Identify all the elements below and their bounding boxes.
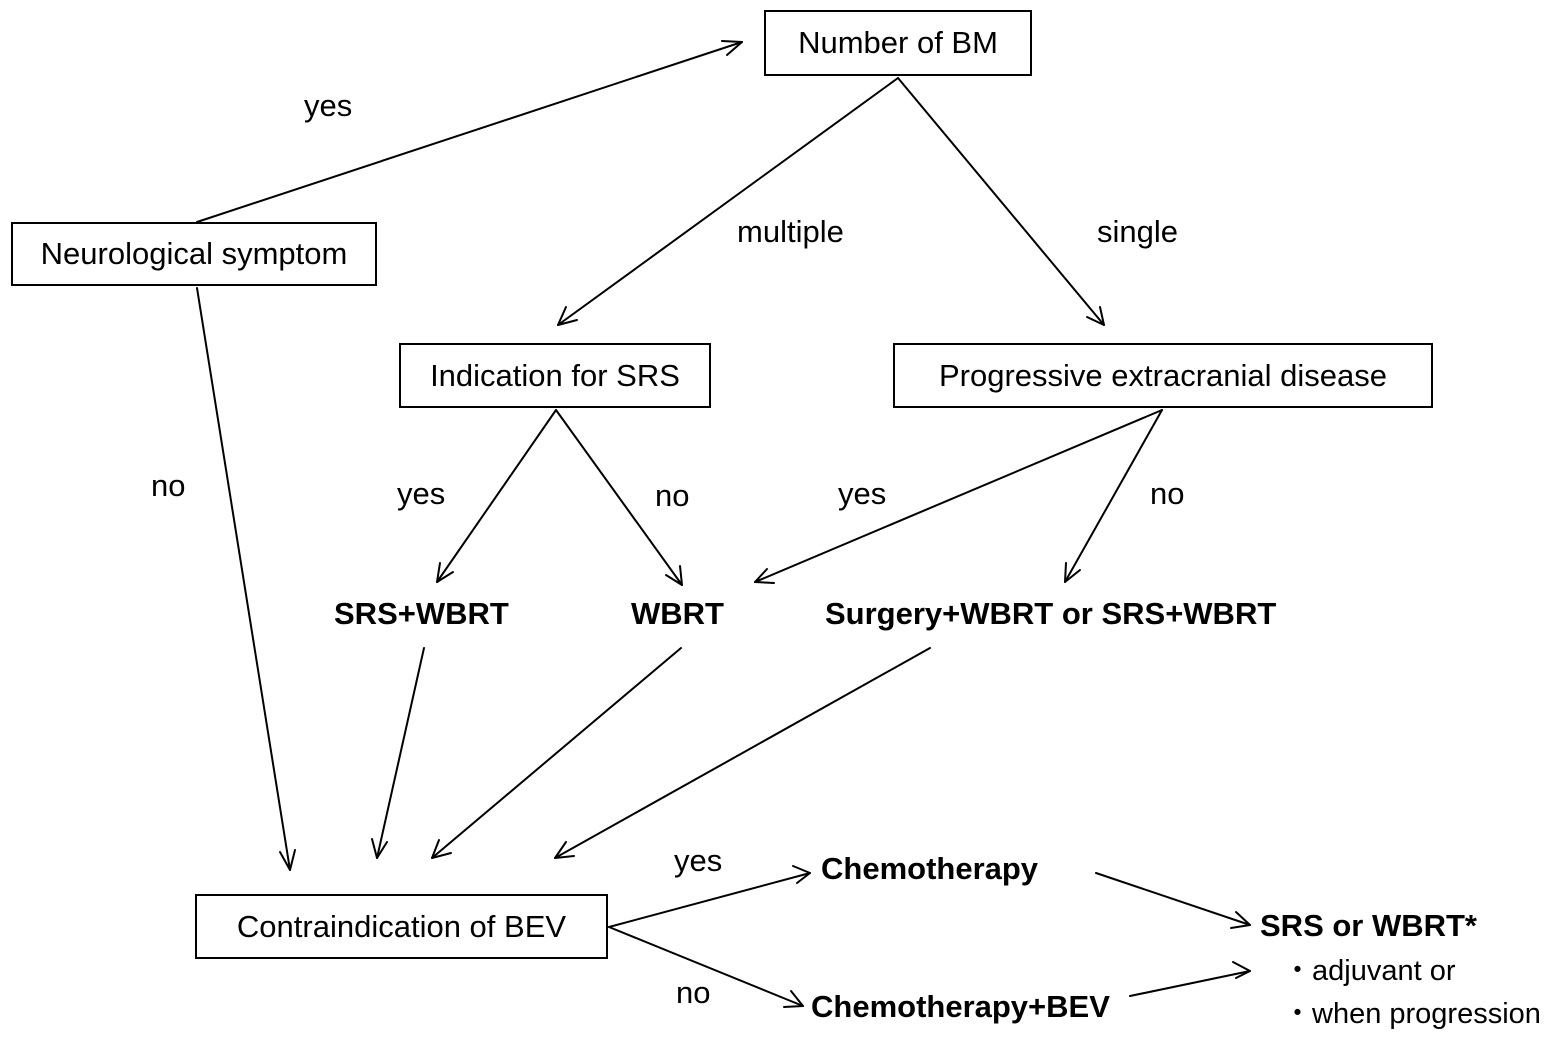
- node-number-of-bm: Number of BM: [764, 10, 1032, 76]
- node-neurological-symptom: Neurological symptom: [11, 222, 377, 286]
- edge-srs-indication-to-srs-wbrt: [436, 409, 557, 583]
- edge-label-neuro-yes: yes: [304, 88, 353, 123]
- edge-number-bm-to-srs-indication: [557, 77, 899, 326]
- edge-srs-indication-to-wbrt: [555, 409, 683, 586]
- edge-contraindication-to-chemotherapy-bev: [608, 926, 804, 1008]
- edge-label-multiple: multiple: [737, 214, 844, 249]
- node-chemotherapy: Chemotherapy: [821, 851, 1039, 886]
- edge-label-bev-yes: yes: [674, 843, 723, 878]
- node-surgery-wbrt-or-srs-wbrt: Surgery+WBRT or SRS+WBRT: [825, 596, 1277, 631]
- edge-progressive-to-wbrt: [754, 409, 1163, 584]
- edge-label-srs-yes: yes: [397, 476, 446, 511]
- edge-label-neuro-no: no: [151, 468, 186, 503]
- note-adjuvant: ・adjuvant or: [1283, 955, 1456, 987]
- edge-chemotherapy-bev-to-srs-or-wbrt: [1129, 961, 1251, 997]
- edge-label-bev-no: no: [676, 975, 711, 1010]
- edge-number-bm-to-progressive: [897, 77, 1105, 326]
- note-when-progression: ・when progression: [1283, 998, 1541, 1030]
- node-contraindication-of-bev: Contraindication of BEV: [195, 894, 608, 959]
- edge-label-single: single: [1097, 214, 1178, 249]
- node-chemotherapy-bev: Chemotherapy+BEV: [811, 989, 1110, 1024]
- node-srs-wbrt: SRS+WBRT: [334, 596, 509, 631]
- edge-srs-wbrt-to-contraindication: [371, 647, 425, 859]
- node-wbrt: WBRT: [631, 596, 724, 631]
- edge-neuro-to-contraindication: [196, 287, 296, 871]
- edge-label-progressive-yes: yes: [838, 476, 887, 511]
- edge-label-progressive-no: no: [1150, 476, 1185, 511]
- edge-surgery-to-contraindication: [554, 647, 931, 859]
- edge-contraindication-to-chemotherapy: [608, 865, 811, 928]
- edge-wbrt-to-contraindication: [431, 647, 682, 859]
- node-srs-or-wbrt: SRS or WBRT*: [1260, 908, 1477, 943]
- edge-chemotherapy-to-srs-or-wbrt: [1095, 872, 1251, 929]
- edge-progressive-to-surgery: [1064, 409, 1163, 583]
- node-indication-for-srs: Indication for SRS: [399, 343, 711, 408]
- edge-neuro-to-number-bm: [196, 40, 743, 223]
- edge-label-srs-no: no: [655, 478, 690, 513]
- node-progressive-extracranial-disease: Progressive extracranial disease: [893, 343, 1433, 408]
